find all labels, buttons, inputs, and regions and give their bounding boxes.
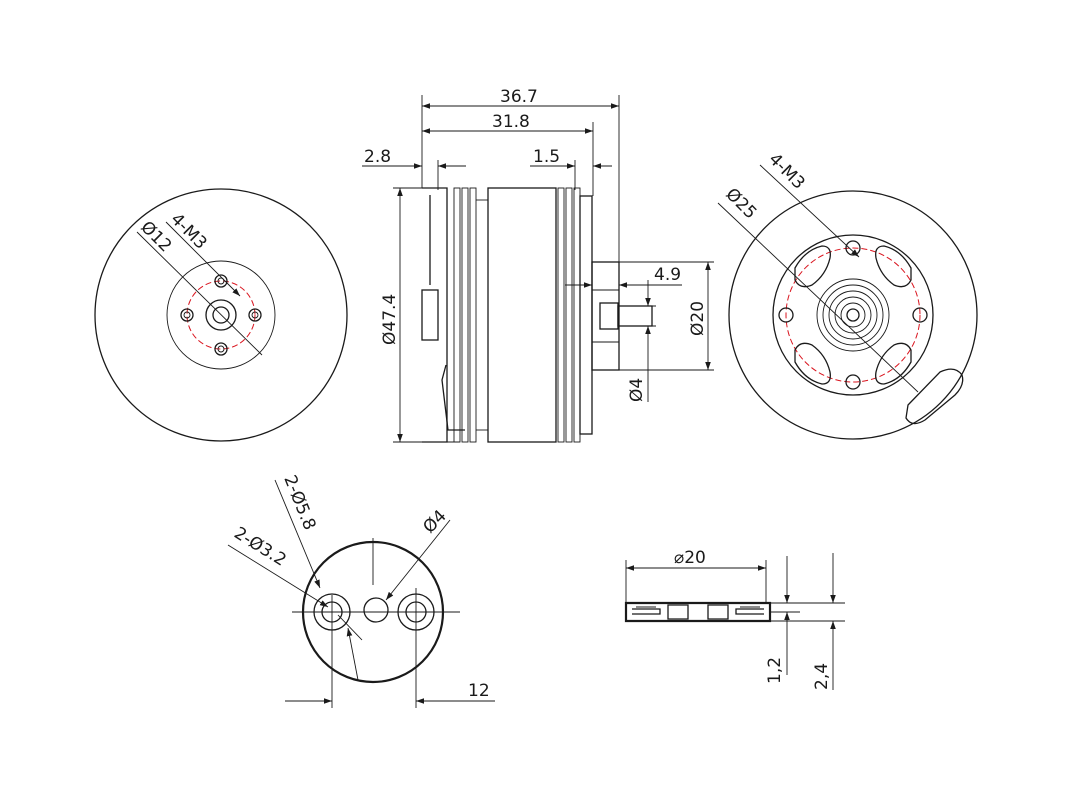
body-length-label: 31.8	[492, 112, 530, 132]
rear-mount-holes	[778, 240, 928, 390]
boss-diameter-label: Ø20	[688, 301, 708, 336]
outer-diameter-label: Ø47.4	[380, 294, 400, 345]
shaft-step-label: 4.9	[654, 265, 681, 285]
front-holes-label: 4-M3	[166, 209, 210, 253]
adapter-spacing-label: 12	[468, 681, 490, 701]
rear-slots	[794, 245, 912, 385]
front-fins	[453, 187, 488, 443]
shaft-diameter-label: Ø4	[627, 378, 647, 402]
adapter-bore-label: Ø4	[419, 506, 450, 537]
flange-thickness-label: 2.8	[364, 147, 391, 167]
front-view: Ø12 4-M3	[94, 188, 348, 442]
rear-pcd-label: Ø25	[721, 184, 760, 223]
washer-thickness-total-label: 2,4	[812, 663, 832, 690]
washer-view: ⌀20 1,2 2,4	[624, 548, 845, 690]
rear-view: Ø25 4-M3	[717, 149, 978, 440]
rear-holes-label: 4-M3	[764, 149, 808, 193]
adapter-plate-view: 12 2-Ø5.8 2-Ø3.2 Ø4	[227, 472, 495, 708]
front-mount-holes	[180, 274, 262, 356]
adapter-large-holes-label: 2-Ø5.8	[279, 472, 319, 533]
washer-thickness-inner-label: 1,2	[765, 657, 785, 684]
rear-fins	[557, 187, 593, 443]
rear-offset-label: 1.5	[533, 147, 560, 167]
adapter-small-holes-label: 2-Ø3.2	[230, 523, 289, 570]
overall-length-label: 36.7	[500, 87, 538, 107]
side-view: 36.7 31.8 2.8 1.5 Ø47.4 Ø20 4.9 Ø4	[362, 87, 714, 443]
washer-diameter-label: ⌀20	[674, 548, 706, 568]
rear-bearing	[816, 278, 890, 352]
